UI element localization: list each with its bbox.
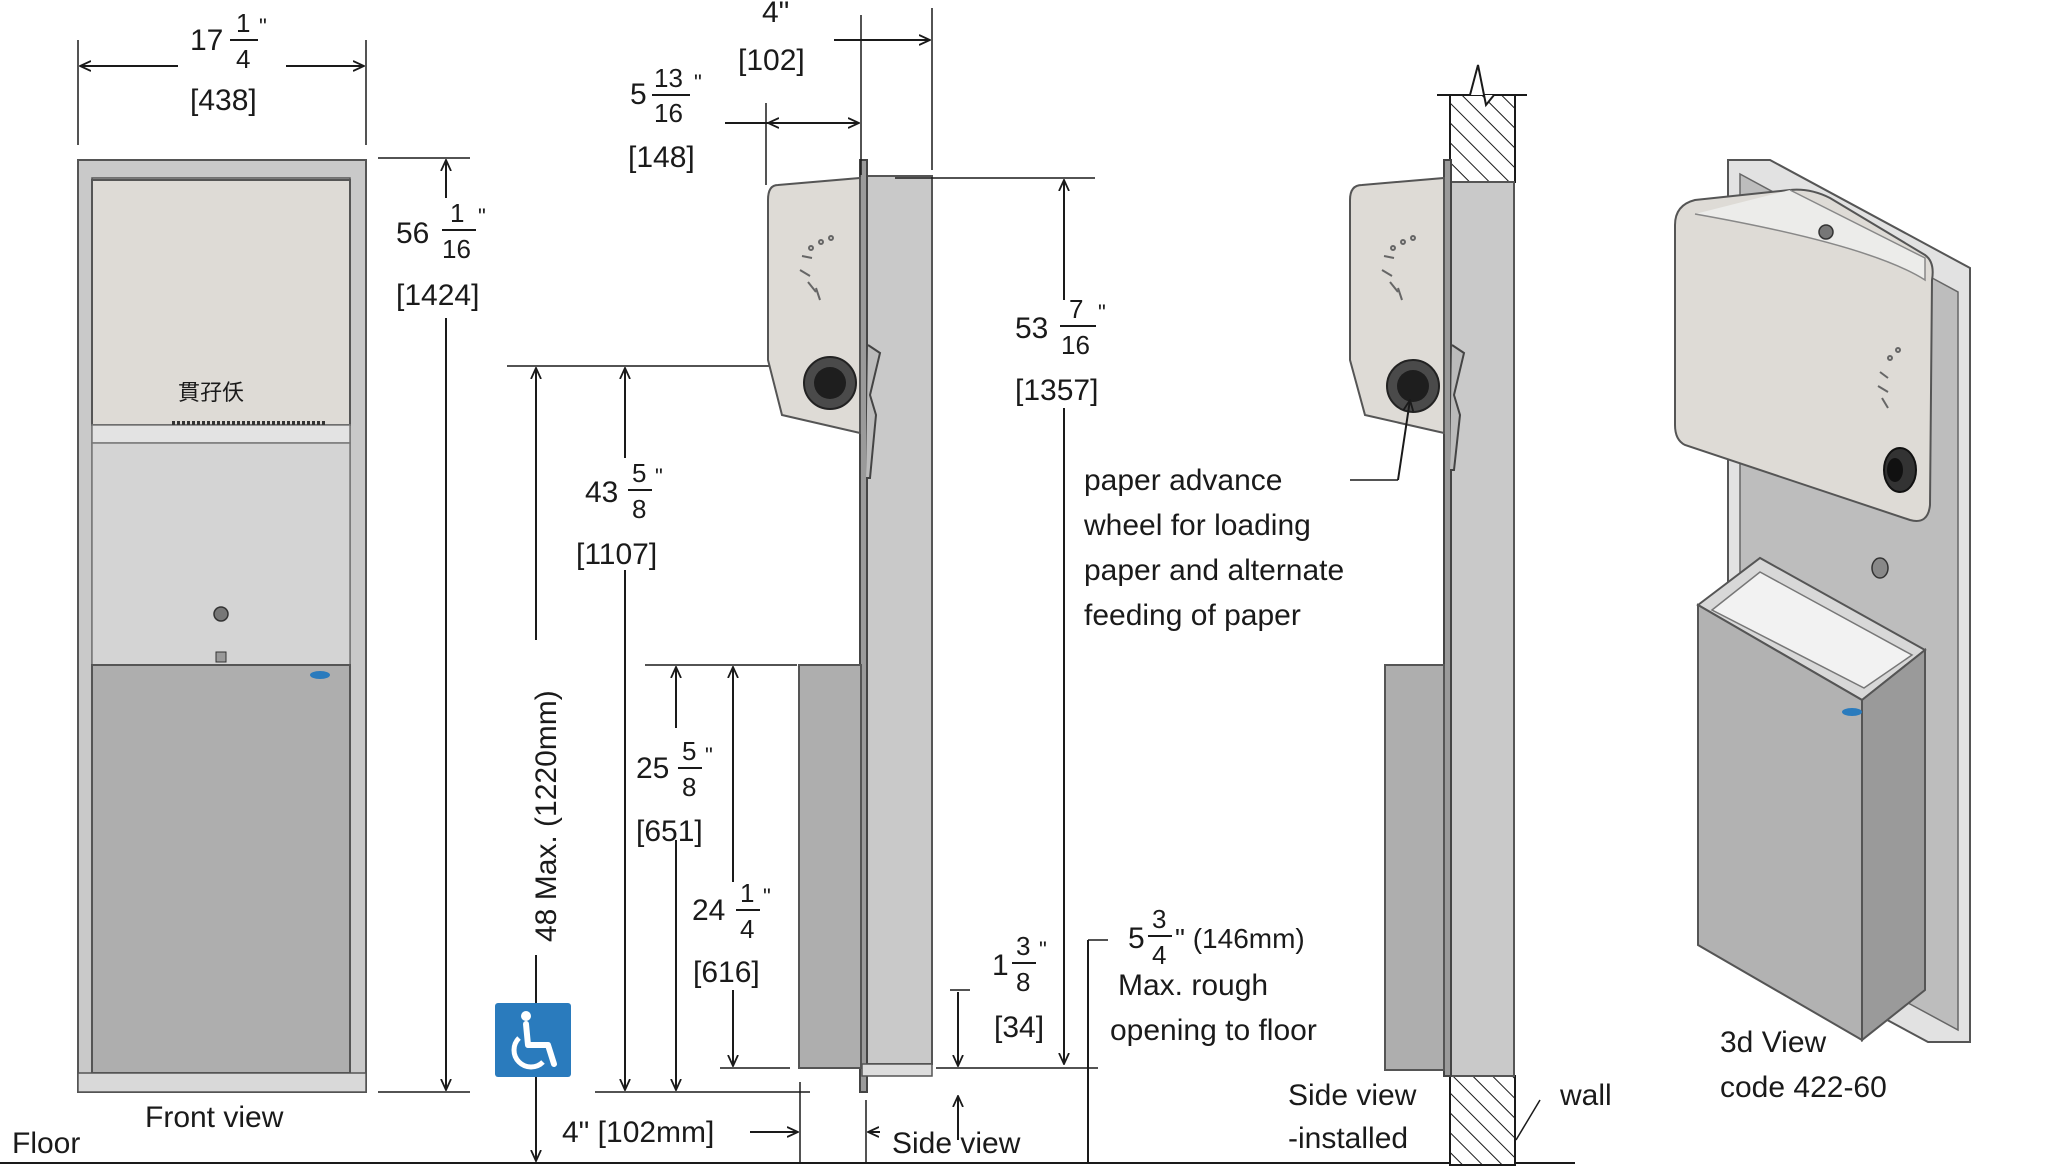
svg-text:13: 13 bbox=[654, 63, 683, 93]
svg-text:[34]: [34] bbox=[994, 1011, 1044, 1044]
wheelchair-icon bbox=[495, 1003, 571, 1077]
side-installed-label-2: -installed bbox=[1288, 1122, 1408, 1155]
svg-text:Max. rough: Max. rough bbox=[1118, 969, 1268, 1002]
svg-text:8: 8 bbox=[682, 772, 696, 802]
svg-text:8: 8 bbox=[1016, 967, 1030, 997]
side-installed-label-1: Side view bbox=[1288, 1079, 1417, 1112]
svg-text:24: 24 bbox=[692, 894, 725, 927]
svg-text:[148]: [148] bbox=[628, 141, 695, 174]
floor-label: Floor bbox=[12, 1127, 80, 1160]
svg-text:4" [102mm]: 4" [102mm] bbox=[562, 1116, 714, 1149]
svg-text:paper and alternate: paper and alternate bbox=[1084, 554, 1344, 587]
svg-text:43: 43 bbox=[585, 476, 618, 509]
svg-text:[1424]: [1424] bbox=[396, 279, 479, 312]
svg-text:17: 17 bbox=[190, 24, 223, 57]
svg-text:": " bbox=[763, 884, 771, 909]
svg-text:16: 16 bbox=[654, 98, 683, 128]
svg-text:16: 16 bbox=[1061, 330, 1090, 360]
svg-text:貫孖仸: 貫孖仸 bbox=[178, 380, 244, 405]
dim-cabinet-depth: 5 13 16 " [148] bbox=[628, 63, 859, 185]
svg-text:1: 1 bbox=[236, 8, 250, 38]
svg-text:48 Max. (1220mm): 48 Max. (1220mm) bbox=[530, 690, 563, 942]
svg-text:": " bbox=[1039, 937, 1047, 962]
svg-text:56: 56 bbox=[396, 217, 429, 250]
svg-text:5: 5 bbox=[632, 458, 646, 488]
dim-top-height: 53 7 16 " [1357] bbox=[895, 177, 1106, 1064]
svg-text:53: 53 bbox=[1015, 312, 1048, 345]
dim-floor-offset: 4" [102mm] bbox=[562, 1082, 880, 1163]
svg-text:4": 4" bbox=[762, 0, 789, 29]
svg-text:": " bbox=[694, 70, 702, 95]
svg-text:[616]: [616] bbox=[693, 956, 760, 989]
svg-text:[102]: [102] bbox=[738, 44, 805, 77]
svg-text:": " bbox=[1098, 300, 1106, 325]
svg-text:" (146mm): " (146mm) bbox=[1175, 923, 1305, 954]
svg-text:3: 3 bbox=[1016, 931, 1030, 961]
dim-bottom-gap: 1 3 8 " [34] bbox=[936, 931, 1098, 1140]
front-view: 貫孖仸 bbox=[77, 159, 367, 1093]
svg-text:1: 1 bbox=[992, 949, 1009, 982]
iso-label-2: code 422-60 bbox=[1720, 1071, 1887, 1104]
callout-paper-advance: paper advance wheel for loading paper an… bbox=[1083, 400, 1410, 632]
side-view-label: Side view bbox=[892, 1127, 1021, 1160]
svg-text:": " bbox=[478, 204, 486, 229]
dim-wheel-height: 43 5 8 " [1107] bbox=[576, 368, 663, 1090]
wall-label: wall bbox=[1559, 1079, 1612, 1112]
svg-text:[1107]: [1107] bbox=[576, 538, 657, 571]
dim-projection: 4" [102] bbox=[738, 0, 933, 175]
svg-text:16: 16 bbox=[442, 234, 471, 264]
svg-text:1: 1 bbox=[450, 198, 464, 228]
svg-text:5: 5 bbox=[630, 78, 647, 111]
svg-text:25: 25 bbox=[636, 752, 669, 785]
dim-bin-height-a: 25 5 8 " [651] bbox=[595, 664, 810, 1093]
svg-text:4: 4 bbox=[1152, 940, 1166, 970]
isometric-view bbox=[1674, 159, 1971, 1043]
svg-text:4: 4 bbox=[740, 914, 754, 944]
svg-text:paper advance: paper advance bbox=[1084, 464, 1283, 497]
dim-overall-width: 17 1 4 " [438] bbox=[77, 8, 367, 145]
svg-text:[438]: [438] bbox=[190, 84, 257, 117]
svg-text:wheel for loading: wheel for loading bbox=[1083, 509, 1311, 542]
dim-ada-max: 48 Max. (1220mm) bbox=[507, 365, 780, 1161]
svg-text:5: 5 bbox=[682, 736, 696, 766]
svg-text:feeding of paper: feeding of paper bbox=[1084, 599, 1301, 632]
svg-text:7: 7 bbox=[1069, 294, 1083, 324]
svg-text:4: 4 bbox=[236, 44, 250, 74]
svg-text:1: 1 bbox=[740, 878, 754, 908]
dim-overall-height: 56 1 16 " [1424] bbox=[378, 157, 486, 1093]
svg-text:": " bbox=[655, 464, 663, 489]
side-view bbox=[767, 159, 933, 1093]
svg-text:3: 3 bbox=[1152, 904, 1166, 934]
svg-text:5: 5 bbox=[1128, 922, 1145, 955]
svg-text:": " bbox=[705, 743, 713, 768]
dim-bin-height-b: 24 1 4 " [616] bbox=[692, 667, 790, 1069]
svg-text:[1357]: [1357] bbox=[1015, 374, 1098, 407]
front-view-label: Front view bbox=[145, 1101, 284, 1134]
svg-text:[651]: [651] bbox=[636, 815, 703, 848]
dim-rough-opening: 5 3 4 " (146mm) Max. rough opening to fl… bbox=[1087, 904, 1317, 1163]
svg-text:opening to floor: opening to floor bbox=[1110, 1014, 1317, 1047]
side-view-installed bbox=[1349, 64, 1527, 1166]
svg-text:": " bbox=[259, 14, 267, 39]
svg-text:8: 8 bbox=[632, 494, 646, 524]
iso-label-1: 3d View bbox=[1720, 1026, 1827, 1059]
